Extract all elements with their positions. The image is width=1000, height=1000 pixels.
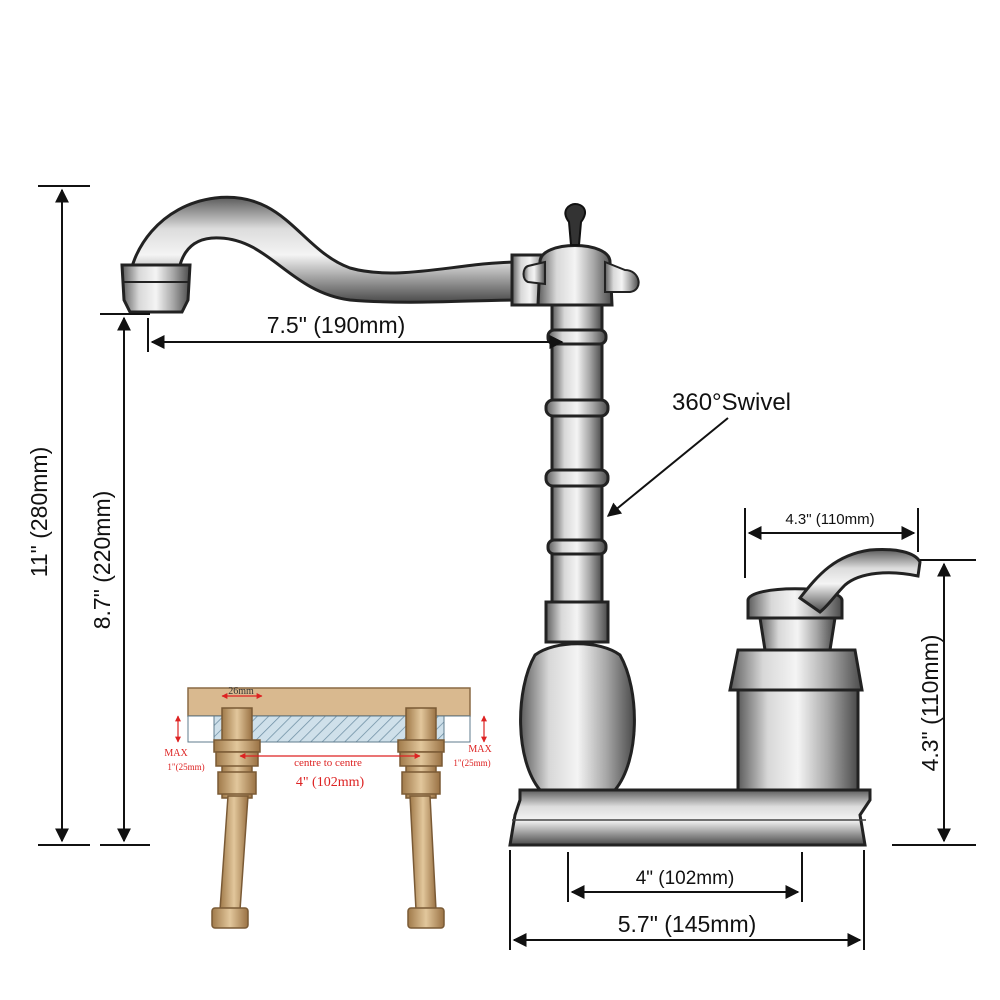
- left-hose-nut: [211, 907, 249, 929]
- max-left-label: MAX: [164, 748, 188, 759]
- max-right-label: MAX: [468, 744, 492, 755]
- column-rings: [544, 328, 610, 556]
- cross-handle-right: [604, 260, 640, 293]
- head-dome: [536, 244, 614, 307]
- right-hose: [409, 795, 437, 911]
- left-hose: [219, 795, 249, 911]
- column-sleeve: [544, 600, 610, 644]
- aerator: [120, 263, 192, 314]
- gap-label: 26mm: [228, 686, 254, 697]
- dimension-lines: [38, 185, 976, 950]
- max-left-value: 1"(25mm): [167, 762, 204, 772]
- centre-to-centre-value: 4" (102mm): [296, 775, 365, 790]
- handle-neck: [758, 616, 837, 652]
- handle-width-label: 4.3" (110mm): [785, 511, 874, 528]
- base-width-label: 5.7" (145mm): [618, 911, 757, 937]
- handle-height-label: 4.3" (110mm): [917, 635, 943, 772]
- column-bulb: [519, 642, 636, 792]
- spout-height-label: 8.7" (220mm): [89, 491, 115, 630]
- faucet-illustration: [120, 195, 922, 847]
- base-deck: [508, 788, 872, 847]
- finial-knob: [564, 202, 586, 246]
- right-hose-nut: [407, 907, 445, 929]
- total-height-label: 11" (280mm): [26, 447, 52, 577]
- centre-to-centre-label: centre to centre: [294, 757, 362, 769]
- faucet-column: [550, 303, 604, 607]
- spout-reach-label: 7.5" (190mm): [267, 312, 406, 338]
- handle-lever: [797, 548, 922, 614]
- cross-handle-left: [522, 260, 546, 286]
- centre-spacing-label: 4" (102mm): [636, 868, 735, 889]
- max-right-value: 1"(25mm): [453, 758, 490, 768]
- swivel-label: 360°Swivel: [672, 389, 791, 416]
- handle-shoulder: [728, 648, 864, 692]
- handle-cylinder: [736, 688, 860, 797]
- installation-diagram: 26mm MAX 1"(25mm) MAX 1"(25mm) centre to…: [164, 686, 492, 929]
